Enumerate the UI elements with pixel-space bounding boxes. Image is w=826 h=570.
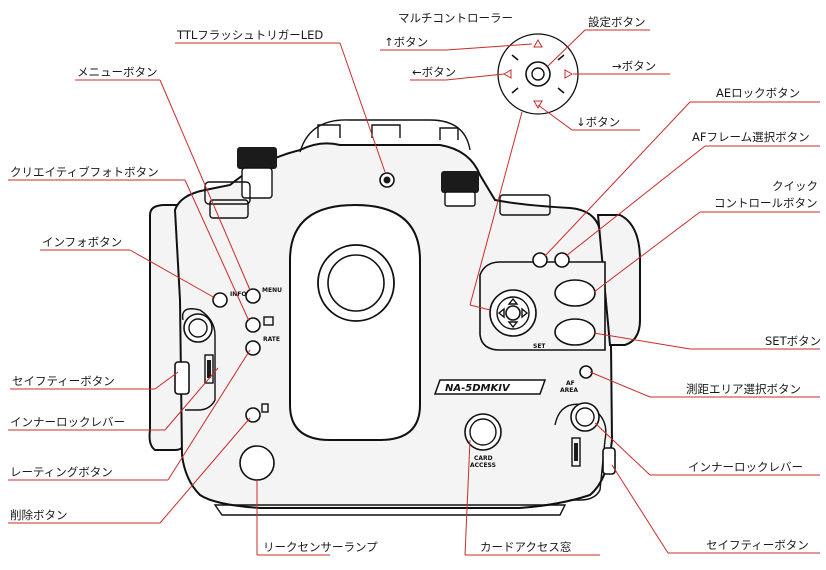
label-card-access-window: カードアクセス窓 (480, 540, 571, 554)
label-ae-lock-button: AEロックボタン (716, 86, 800, 100)
label-multi-controller: マルチコントローラー (398, 11, 513, 25)
multi-controller-callout (497, 33, 579, 115)
label-inner-lock-lever-right: インナーロックレバー (688, 460, 803, 474)
left-dial (204, 147, 277, 219)
af-frame-button[interactable] (554, 252, 570, 268)
label-leak-sensor-lamp: リークセンサーランプ (263, 540, 378, 554)
right-dial (441, 171, 551, 216)
svg-text:AREA: AREA (560, 387, 578, 394)
safety-button-left[interactable] (174, 361, 190, 395)
inner-lock-lever-right[interactable] (554, 402, 607, 501)
svg-text:INFO: INFO (230, 291, 246, 298)
af-area-button[interactable]: AF AREA (560, 365, 593, 394)
leader-lines (8, 29, 820, 556)
menu-button[interactable]: MENU (245, 287, 282, 304)
safety-button-right[interactable] (602, 447, 616, 475)
label-safety-button-right: セイフティーボタン (706, 538, 809, 552)
svg-text:RATE: RATE (263, 336, 280, 343)
label-right-button: →ボタン (612, 59, 656, 73)
label-set-button: SETボタン (765, 334, 821, 348)
svg-text:AF: AF (566, 380, 575, 387)
ae-lock-button[interactable] (532, 252, 548, 268)
leak-sensor-lamp (239, 445, 275, 481)
label-creative-photo-button: クリエイティブフォトボタン (10, 165, 159, 179)
label-safety-button-left: セイフティーボタン (12, 374, 115, 388)
quick-control-button[interactable] (554, 279, 596, 307)
label-menu-button: メニューボタン (77, 65, 158, 79)
svg-text:SET: SET (533, 343, 546, 350)
label-down-button: ↓ボタン (576, 115, 620, 129)
set-button[interactable]: SET (533, 318, 596, 350)
rear-window (289, 203, 421, 441)
label-info-button: インフォボタン (42, 235, 122, 249)
label-af-area-button: 測距エリア選択ボタン (686, 382, 801, 396)
label-af-frame-button: AFフレーム選択ボタン (692, 130, 810, 144)
label-quick-control-line2: コントロールボタン (714, 196, 818, 210)
multi-controller[interactable] (489, 289, 537, 337)
callout-labels: マルチコントローラー ↑ボタン ←ボタン →ボタン ↓ボタン 設定ボタン TTL… (10, 11, 821, 554)
label-setting-button: 設定ボタン (588, 15, 646, 29)
svg-text:NA-5DMKIV: NA-5DMKIV (445, 383, 511, 394)
label-inner-lock-lever-left: インナーロックレバー (10, 415, 125, 429)
label-quick-control-line1: クイック (772, 179, 818, 193)
model-badge: NA-5DMKIV (433, 379, 547, 395)
label-up-button: ↑ボタン (384, 35, 428, 49)
inner-lock-lever-left[interactable] (181, 308, 216, 411)
label-ttl-flash-led: TTLフラッシュトリガーLED (176, 28, 323, 42)
label-rating-button: レーティングボタン (10, 465, 113, 479)
label-left-button: ←ボタン (412, 65, 456, 79)
svg-text:ACCESS: ACCESS (470, 462, 496, 469)
svg-text:MENU: MENU (262, 287, 282, 294)
card-access-window: CARD ACCESS (464, 413, 502, 469)
creative-photo-button[interactable] (245, 316, 274, 333)
svg-text:CARD: CARD (474, 455, 493, 462)
label-delete-button: 削除ボタン (10, 508, 68, 522)
info-button[interactable]: INFO (212, 291, 246, 308)
